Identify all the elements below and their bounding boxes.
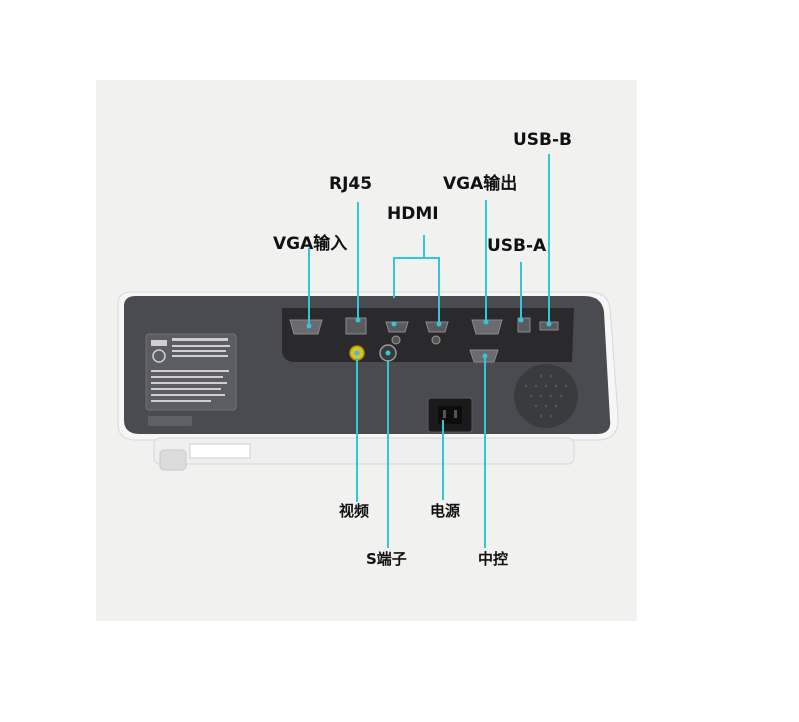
projector-photo (96, 80, 637, 621)
label-vga-in: VGA输入 (273, 234, 348, 254)
label-hdmi: HDMI (387, 204, 439, 224)
label-power: 电源 (430, 502, 461, 520)
label-video: 视频 (339, 502, 370, 520)
label-control: 中控 (478, 550, 509, 568)
label-s-video: S端子 (366, 550, 407, 568)
label-rj45: RJ45 (329, 174, 373, 194)
projector-illustration (117, 154, 619, 548)
label-vga-out: VGA输出 (443, 174, 518, 194)
label-usb-a: USB-A (487, 236, 547, 256)
label-usb-b: USB-B (513, 130, 573, 150)
